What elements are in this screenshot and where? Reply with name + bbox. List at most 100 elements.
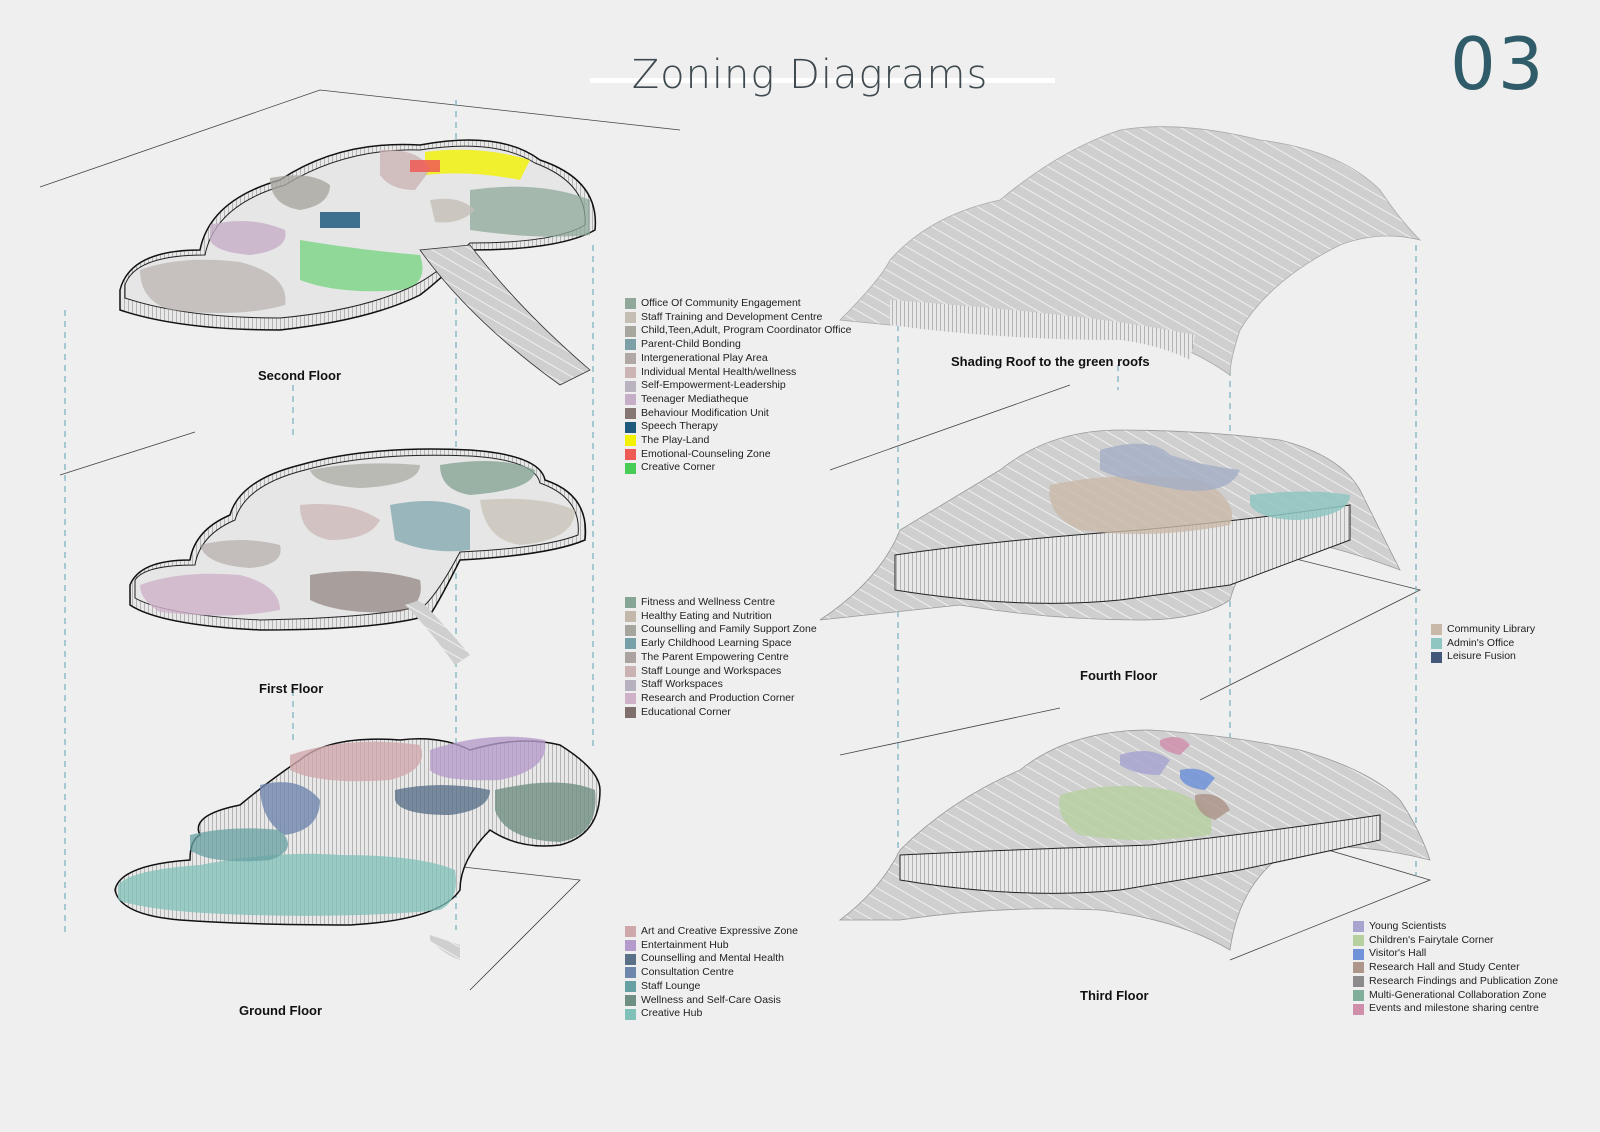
legend-label: Intergenerational Play Area (641, 351, 768, 364)
legend-label: Staff Lounge and Workspaces (641, 664, 782, 677)
legend-label: Staff Lounge (641, 979, 701, 992)
legend-swatch (625, 624, 636, 636)
legend-swatch (625, 449, 636, 461)
first-floor-label: First Floor (259, 681, 324, 696)
legend-item: Research Hall and Study Center (1353, 961, 1558, 975)
legend-label: Research and Production Corner (641, 691, 795, 704)
legend-item: Multi-Generational Collaboration Zone (1353, 989, 1558, 1003)
legend-item: Visitor's Hall (1353, 947, 1558, 961)
legend-swatch (625, 981, 636, 993)
legend-label: Self-Empowerment-Leadership (641, 379, 786, 392)
legend-swatch (625, 611, 636, 623)
legend-swatch (625, 325, 636, 337)
sheet-number: 03 (1450, 22, 1546, 106)
legend-label: Admin's Office (1447, 636, 1515, 649)
legend-item: Staff Training and Development Centre (625, 311, 852, 325)
legend-swatch (625, 953, 636, 965)
legend-item: Community Library (1431, 623, 1535, 637)
legend-swatch (1353, 935, 1364, 947)
legend-item: Wellness and Self-Care Oasis (625, 994, 798, 1008)
legend-swatch (625, 926, 636, 938)
legend-item: Events and milestone sharing centre (1353, 1002, 1558, 1016)
legend-swatch (625, 994, 636, 1006)
first-floor-drawing (129, 448, 587, 665)
legend-item: Healthy Eating and Nutrition (625, 610, 817, 624)
legend-swatch (625, 339, 636, 351)
legend-item: Art and Creative Expressive Zone (625, 925, 798, 939)
legend-swatch (1353, 989, 1364, 1001)
legend-item: Leisure Fusion (1431, 650, 1535, 664)
legend-item: Creative Corner (625, 461, 852, 475)
legend-label: Office Of Community Engagement (641, 297, 801, 309)
legend-item: Teenager Mediatheque (625, 393, 852, 407)
legend-swatch (625, 380, 636, 392)
legend-label: Multi-Generational Collaboration Zone (1369, 988, 1547, 1001)
legend-label: Fitness and Wellness Centre (641, 596, 776, 608)
legend-label: Staff Training and Development Centre (641, 310, 823, 323)
legend-label: Counselling and Mental Health (641, 952, 785, 965)
legend-item: Consultation Centre (625, 966, 798, 980)
legend-swatch (1431, 624, 1442, 636)
legend-swatch (625, 353, 636, 365)
legend-label: Leisure Fusion (1447, 650, 1516, 663)
legend-swatch (625, 366, 636, 378)
legend-item: Staff Workspaces (625, 678, 817, 692)
roof-label: Shading Roof to the green roofs (951, 354, 1150, 369)
legend-item: Admin's Office (1431, 637, 1535, 651)
legend-label: Educational Corner (641, 705, 731, 718)
legend-item: Staff Lounge (625, 980, 798, 994)
legend-label: Young Scientists (1369, 920, 1447, 932)
legend-item: The Parent Empowering Centre (625, 651, 817, 665)
legend-swatch (1431, 651, 1442, 663)
ground-floor-drawing (114, 736, 601, 960)
legend-item: Self-Empowerment-Leadership (625, 379, 852, 393)
legend-swatch (625, 940, 636, 952)
title-strike-line (590, 78, 1055, 83)
legend-label: Emotional-Counseling Zone (641, 447, 771, 460)
legend-label: Events and milestone sharing centre (1369, 1002, 1539, 1015)
legend-item: Child,Teen,Adult, Program Coordinator Of… (625, 324, 852, 338)
legend-label: Wellness and Self-Care Oasis (641, 993, 781, 1006)
legend-swatch (1353, 962, 1364, 974)
shading-roof-drawing (839, 126, 1422, 376)
legend-item: Educational Corner (625, 706, 817, 720)
legend-label: Healthy Eating and Nutrition (641, 609, 772, 622)
legend-label: Child,Teen,Adult, Program Coordinator Of… (641, 324, 852, 337)
legend-label: Teenager Mediatheque (641, 392, 749, 405)
legend-label: Consultation Centre (641, 966, 734, 979)
legend-item: Parent-Child Bonding (625, 338, 852, 352)
legend-swatch (625, 665, 636, 677)
legend-swatch (625, 1008, 636, 1020)
legend-item: Research and Production Corner (625, 692, 817, 706)
legend-label: Community Library (1447, 623, 1536, 635)
legend-label: Research Hall and Study Center (1369, 961, 1520, 974)
legend-item: Early Childhood Learning Space (625, 637, 817, 651)
legend-label: Individual Mental Health/wellness (641, 365, 797, 378)
legend-label: Creative Hub (641, 1007, 703, 1020)
legend-item: Children's Fairytale Corner (1353, 934, 1558, 948)
legend-item: The Play-Land (625, 434, 852, 448)
legend-swatch (625, 652, 636, 664)
alignment-guides (64, 100, 1417, 935)
legend-swatch (625, 638, 636, 650)
legend-label: Counselling and Family Support Zone (641, 623, 817, 636)
fourth-floor-drawing (819, 429, 1401, 621)
legend-swatch (1353, 921, 1364, 933)
legend-label: Children's Fairytale Corner (1369, 933, 1494, 946)
legend-item: Staff Lounge and Workspaces (625, 665, 817, 679)
page-title: Zoning Diagrams (631, 52, 989, 98)
third-floor-drawing (838, 729, 1431, 951)
legend-item: Speech Therapy (625, 420, 852, 434)
legend-item: Entertainment Hub (625, 939, 798, 953)
legend-item: Fitness and Wellness Centre (625, 596, 817, 610)
legend-swatch (625, 706, 636, 718)
second-floor-drawing (119, 139, 597, 386)
legend-item: Creative Hub (625, 1007, 798, 1021)
legend-label: The Parent Empowering Centre (641, 650, 789, 663)
